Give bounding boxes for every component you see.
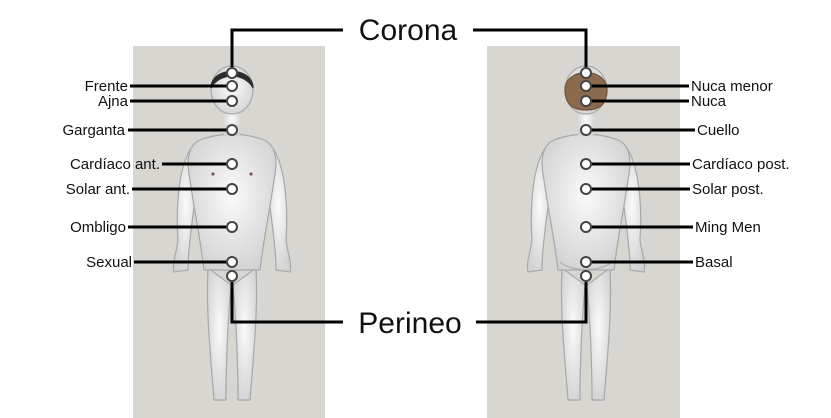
label-perineo: Perineo: [358, 307, 461, 340]
point-perineo-back: [581, 271, 591, 281]
label-basal: Basal: [695, 254, 733, 271]
point-corona-back: [581, 68, 591, 78]
point-sexual: [227, 257, 237, 267]
label-garganta: Garganta: [62, 122, 125, 139]
label-cardiaco-post: Cardíaco post.: [692, 156, 790, 173]
point-cardiaco-ant: [227, 159, 237, 169]
label-solar-post: Solar post.: [692, 181, 764, 198]
point-ombligo: [227, 222, 237, 232]
point-ajna: [227, 96, 237, 106]
point-basal: [581, 257, 591, 267]
nipple-left: [211, 172, 214, 175]
label-cuello: Cuello: [697, 122, 740, 139]
label-nuca: Nuca: [691, 93, 727, 110]
point-cuello: [581, 125, 591, 135]
point-solar-ant: [227, 184, 237, 194]
label-ming-men: Ming Men: [695, 219, 761, 236]
point-nuca: [581, 96, 591, 106]
label-solar-ant: Solar ant.: [66, 181, 130, 198]
point-nuca-menor: [581, 81, 591, 91]
point-perineo-front: [227, 271, 237, 281]
label-ajna: Ajna: [98, 93, 129, 110]
point-solar-post: [581, 184, 591, 194]
nipple-right: [249, 172, 252, 175]
point-frente: [227, 81, 237, 91]
label-ombligo: Ombligo: [70, 219, 126, 236]
point-ming-men: [581, 222, 591, 232]
point-garganta: [227, 125, 237, 135]
label-sexual: Sexual: [86, 254, 132, 271]
point-corona-front: [227, 68, 237, 78]
label-cardiaco-ant: Cardíaco ant.: [70, 156, 160, 173]
point-cardiaco-post: [581, 159, 591, 169]
label-corona: Corona: [359, 14, 458, 47]
